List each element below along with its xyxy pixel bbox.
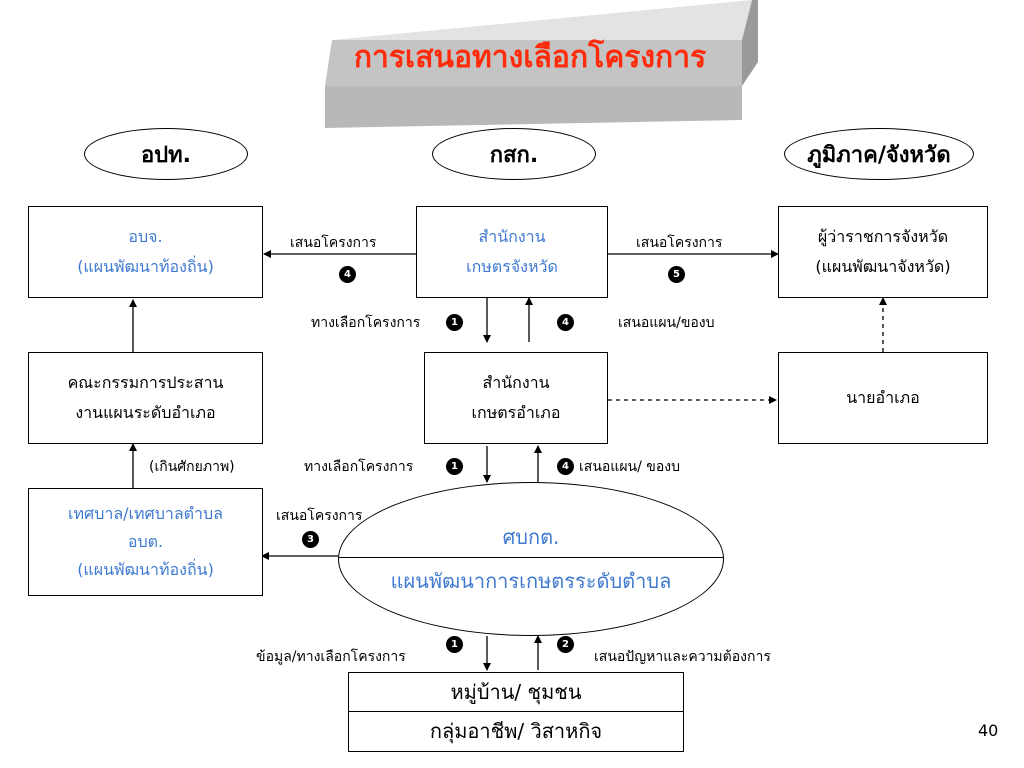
ellipse-tambon-agri-center: ศบกต. แผนพัฒนาการเกษตรระดับตำบล (338, 482, 724, 636)
box-provincial-admin-org: อบจ.(แผนพัฒนาท้องถิ่น) (28, 206, 263, 298)
header-region-province: ภูมิภาค/จังหวัด (784, 128, 974, 180)
header-department: กสก. (432, 128, 596, 180)
village-label: หมู่บ้าน/ ชุมชน (349, 673, 683, 712)
header-local-government: อปท. (84, 128, 248, 180)
label-propose-to-obj: เสนอโครงการ (290, 235, 377, 251)
label-data-options: ข้อมูล/ทางเลือกโครงการ (256, 649, 406, 665)
badge-step-to-municipality: 3 (302, 531, 319, 548)
box-district-chief: นายอำเภอ (778, 352, 988, 444)
badge-step-plan-budget-4a: 4 (557, 314, 574, 331)
box-village-community: หมู่บ้าน/ ชุมชน กลุ่มอาชีพ/ วิสาหกิจ (348, 672, 684, 752)
ellipse-title: ศบกต. (502, 525, 560, 549)
box-district-agri-office: สำนักงานเกษตรอำเภอ (424, 352, 608, 444)
box-district-committee: คณะกรรมการประสานงานแผนระดับอำเภอ (28, 352, 263, 444)
label-plan-budget-4b: เสนอแผน/ ของบ (579, 459, 680, 475)
label-plan-budget-4a: เสนอแผน/ของบ (618, 315, 715, 331)
box-provincial-governor: ผู้ว่าราชการจังหวัด(แผนพัฒนาจังหวัด) (778, 206, 988, 298)
label-propose-to-governor: เสนอโครงการ (636, 235, 723, 251)
label-problems-needs: เสนอปัญหาและความต้องการ (594, 649, 771, 665)
badge-step-options-1b: 1 (446, 458, 463, 475)
occupation-group-label: กลุ่มอาชีพ/ วิสาหกิจ (429, 719, 603, 743)
page-number: 40 (978, 721, 999, 740)
label-beyond-capacity: (เกินศักยภาพ) (149, 459, 235, 475)
badge-step-plan-budget-4b: 4 (557, 458, 574, 475)
badge-step-to-obj: 4 (339, 266, 356, 283)
page-title: การเสนอทางเลือกโครงการ (353, 40, 707, 75)
box-provincial-agri-office: สำนักงานเกษตรจังหวัด (416, 206, 608, 298)
label-propose-to-municipality: เสนอโครงการ (276, 508, 363, 524)
label-project-options-1b: ทางเลือกโครงการ (304, 459, 414, 475)
badge-step-data-options: 1 (446, 636, 463, 653)
badge-step-to-governor: 5 (668, 266, 685, 283)
ellipse-subtitle: แผนพัฒนาการเกษตรระดับตำบล (390, 569, 672, 593)
box-municipality: เทศบาล/เทศบาลตำบลอบต.(แผนพัฒนาท้องถิ่น) (28, 488, 263, 596)
label-project-options-1a: ทางเลือกโครงการ (311, 315, 421, 331)
badge-step-problems-needs: 2 (557, 636, 574, 653)
badge-step-options-1a: 1 (446, 314, 463, 331)
ellipse-divider (339, 557, 723, 558)
